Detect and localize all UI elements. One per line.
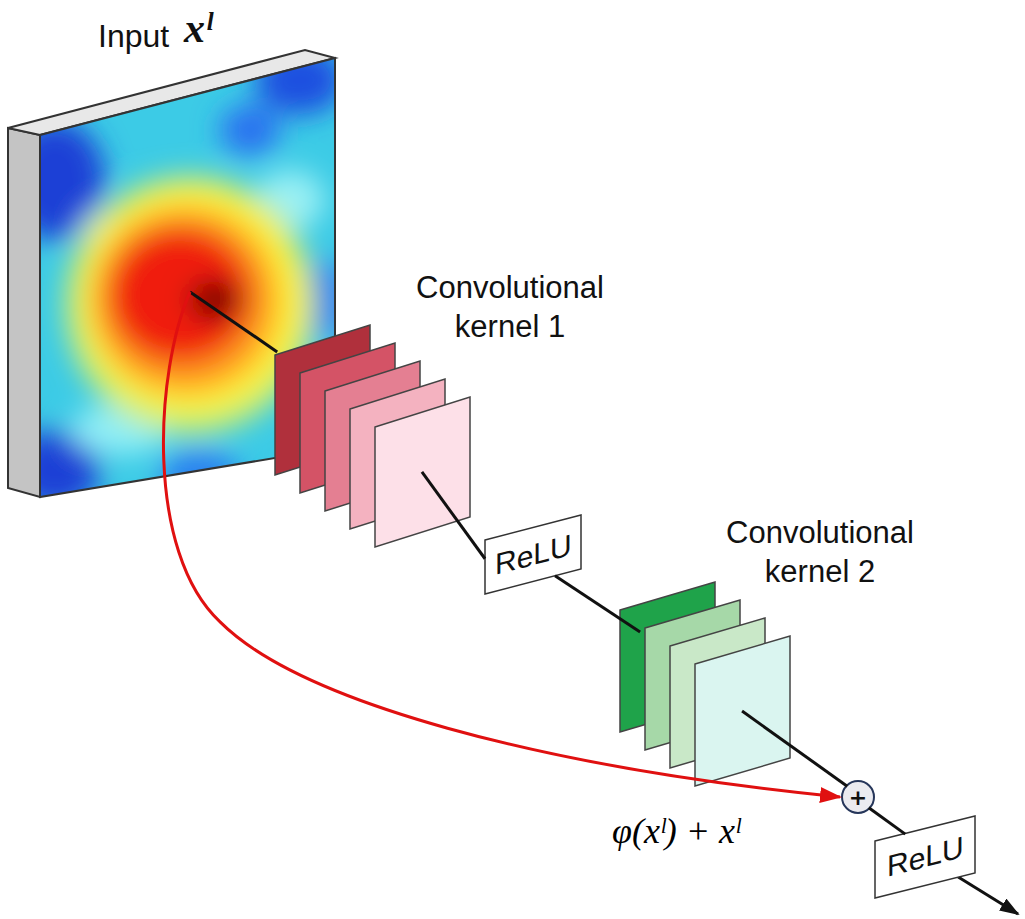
kernel-stack-node: Convolutional kernel 1 bbox=[270, 265, 630, 550]
input-image-node: Inputxˡ bbox=[0, 0, 350, 505]
kernel-stack bbox=[620, 582, 790, 786]
kernel-label: Convolutional kernel 1 bbox=[385, 268, 635, 346]
input-label: Input bbox=[98, 18, 169, 55]
kernel-stack-node: Convolutional kernel 2 bbox=[615, 510, 945, 790]
data-flow-line bbox=[869, 808, 905, 834]
data-flow-line bbox=[742, 711, 847, 786]
input-symbol: xˡ bbox=[184, 4, 212, 52]
activation-box: ReLU bbox=[873, 813, 977, 901]
activation-label: ReLU bbox=[873, 813, 977, 901]
label-text: ReLU bbox=[495, 527, 572, 581]
data-flow-line bbox=[555, 576, 640, 632]
sum-symbol: + bbox=[840, 779, 876, 815]
data-flow-line bbox=[190, 292, 277, 352]
sum-circle: + bbox=[840, 779, 876, 815]
activation-box: ReLU bbox=[483, 512, 583, 597]
kernel-stack bbox=[275, 325, 470, 547]
activation-label: ReLU bbox=[483, 512, 583, 597]
data-flow-line bbox=[422, 472, 485, 559]
kernel-label: Convolutional kernel 2 bbox=[695, 513, 945, 591]
label-text: ReLU bbox=[887, 830, 964, 884]
output-arrow bbox=[955, 875, 1018, 914]
formula-label: φ(xˡ) + xˡ bbox=[612, 810, 740, 852]
